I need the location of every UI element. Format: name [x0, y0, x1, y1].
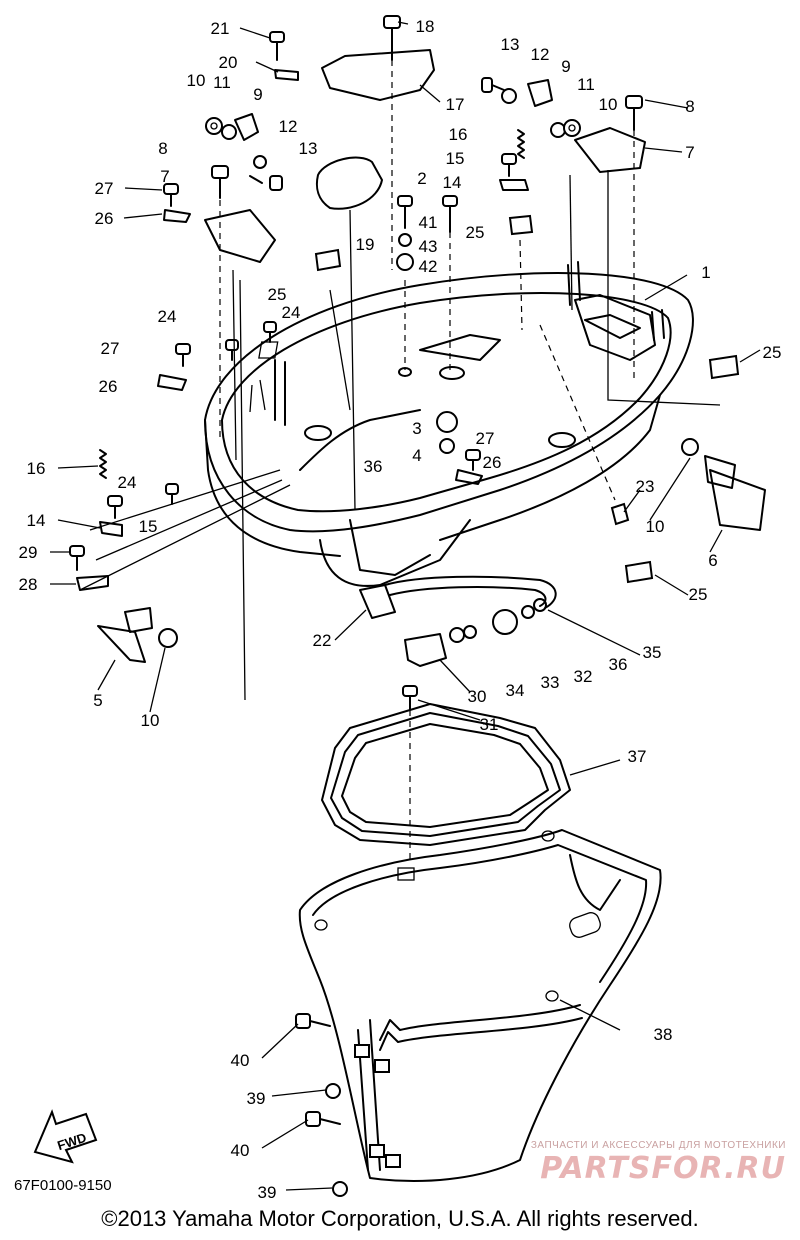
callout-27: 27 [101, 339, 120, 358]
callout-22: 22 [313, 631, 332, 650]
callout-1: 1 [701, 263, 710, 282]
watermark: ЗАПЧАСТИ И АКСЕССУАРЫ ДЛЯ МОТОТЕХНИКИ PA… [531, 1140, 786, 1186]
callout-21: 21 [211, 19, 230, 38]
callout-25: 25 [268, 285, 287, 304]
callout-8: 8 [158, 139, 167, 158]
catalog-code: 67F0100-9150 [14, 1177, 112, 1194]
callout-18: 18 [416, 17, 435, 36]
callout-16: 16 [27, 459, 46, 478]
callout-7: 7 [160, 167, 169, 186]
lower-cover [298, 829, 662, 1182]
callout-14: 14 [443, 173, 462, 192]
callout-10: 10 [141, 711, 160, 730]
fwd-arrow: FWD [33, 1109, 98, 1164]
leader-lines [50, 21, 761, 1191]
callout-3: 3 [412, 419, 421, 438]
callout-34: 34 [506, 681, 525, 700]
callout-11: 11 [577, 75, 595, 94]
callout-13: 13 [299, 139, 318, 158]
callout-40: 40 [231, 1141, 250, 1160]
callout-35: 35 [643, 643, 662, 662]
callout-28: 28 [19, 575, 38, 594]
small-parts: FWD [33, 15, 766, 1197]
callout-2: 2 [417, 169, 426, 188]
callout-36: 36 [364, 457, 383, 476]
callout-24: 24 [158, 307, 177, 326]
callout-16: 16 [449, 125, 468, 144]
callout-41: 41 [419, 213, 438, 232]
callout-25: 25 [689, 585, 708, 604]
callout-42: 42 [419, 257, 438, 276]
callout-17: 17 [446, 95, 465, 114]
callout-12: 12 [531, 45, 550, 64]
callout-23: 23 [636, 477, 655, 496]
callout-6: 6 [708, 551, 717, 570]
callout-19: 19 [356, 235, 375, 254]
callout-9: 9 [253, 85, 262, 104]
callout-33: 33 [541, 673, 560, 692]
callout-15: 15 [446, 149, 465, 168]
callout-36: 36 [609, 655, 628, 674]
callout-26: 26 [99, 377, 118, 396]
callout-8: 8 [685, 97, 694, 116]
callout-12: 12 [279, 117, 298, 136]
callout-26: 26 [483, 453, 502, 472]
callout-25: 25 [466, 223, 485, 242]
callout-27: 27 [476, 429, 495, 448]
callout-31: 31 [480, 715, 499, 734]
watermark-logo: PARTSFOR.RU [540, 1151, 786, 1186]
callout-30: 30 [468, 687, 487, 706]
callout-15: 15 [139, 517, 158, 536]
callout-7: 7 [685, 143, 694, 162]
callout-39: 39 [258, 1183, 277, 1200]
callout-11: 11 [213, 73, 231, 92]
callout-20: 20 [219, 53, 238, 72]
callout-27: 27 [95, 179, 114, 198]
callout-26: 26 [95, 209, 114, 228]
callout-43: 43 [419, 237, 438, 256]
callout-10: 10 [599, 95, 618, 114]
callout-24: 24 [118, 473, 137, 492]
callout-9: 9 [561, 57, 570, 76]
callout-10: 10 [646, 517, 665, 536]
copyright-notice: ©2013 Yamaha Motor Corporation, U.S.A. A… [101, 1206, 699, 1231]
callout-5: 5 [93, 691, 102, 710]
callout-32: 32 [574, 667, 593, 686]
callout-29: 29 [19, 543, 38, 562]
callout-14: 14 [27, 511, 46, 530]
bottom-cowling-tray [204, 261, 694, 587]
callout-4: 4 [412, 446, 421, 465]
callout-13: 13 [501, 35, 520, 54]
callout-39: 39 [247, 1089, 266, 1108]
cover-seal [321, 703, 571, 846]
callout-24: 24 [282, 303, 301, 322]
callout-40: 40 [231, 1051, 250, 1070]
callout-25: 25 [763, 343, 782, 362]
callout-10: 10 [187, 71, 206, 90]
watermark-tagline: ЗАПЧАСТИ И АКСЕССУАРЫ ДЛЯ МОТОТЕХНИКИ [530, 1140, 786, 1151]
exploded-parts-diagram: FWD 211813122091011911108171213816715727… [19, 15, 782, 1200]
callout-37: 37 [628, 747, 647, 766]
callout-38: 38 [654, 1025, 673, 1044]
